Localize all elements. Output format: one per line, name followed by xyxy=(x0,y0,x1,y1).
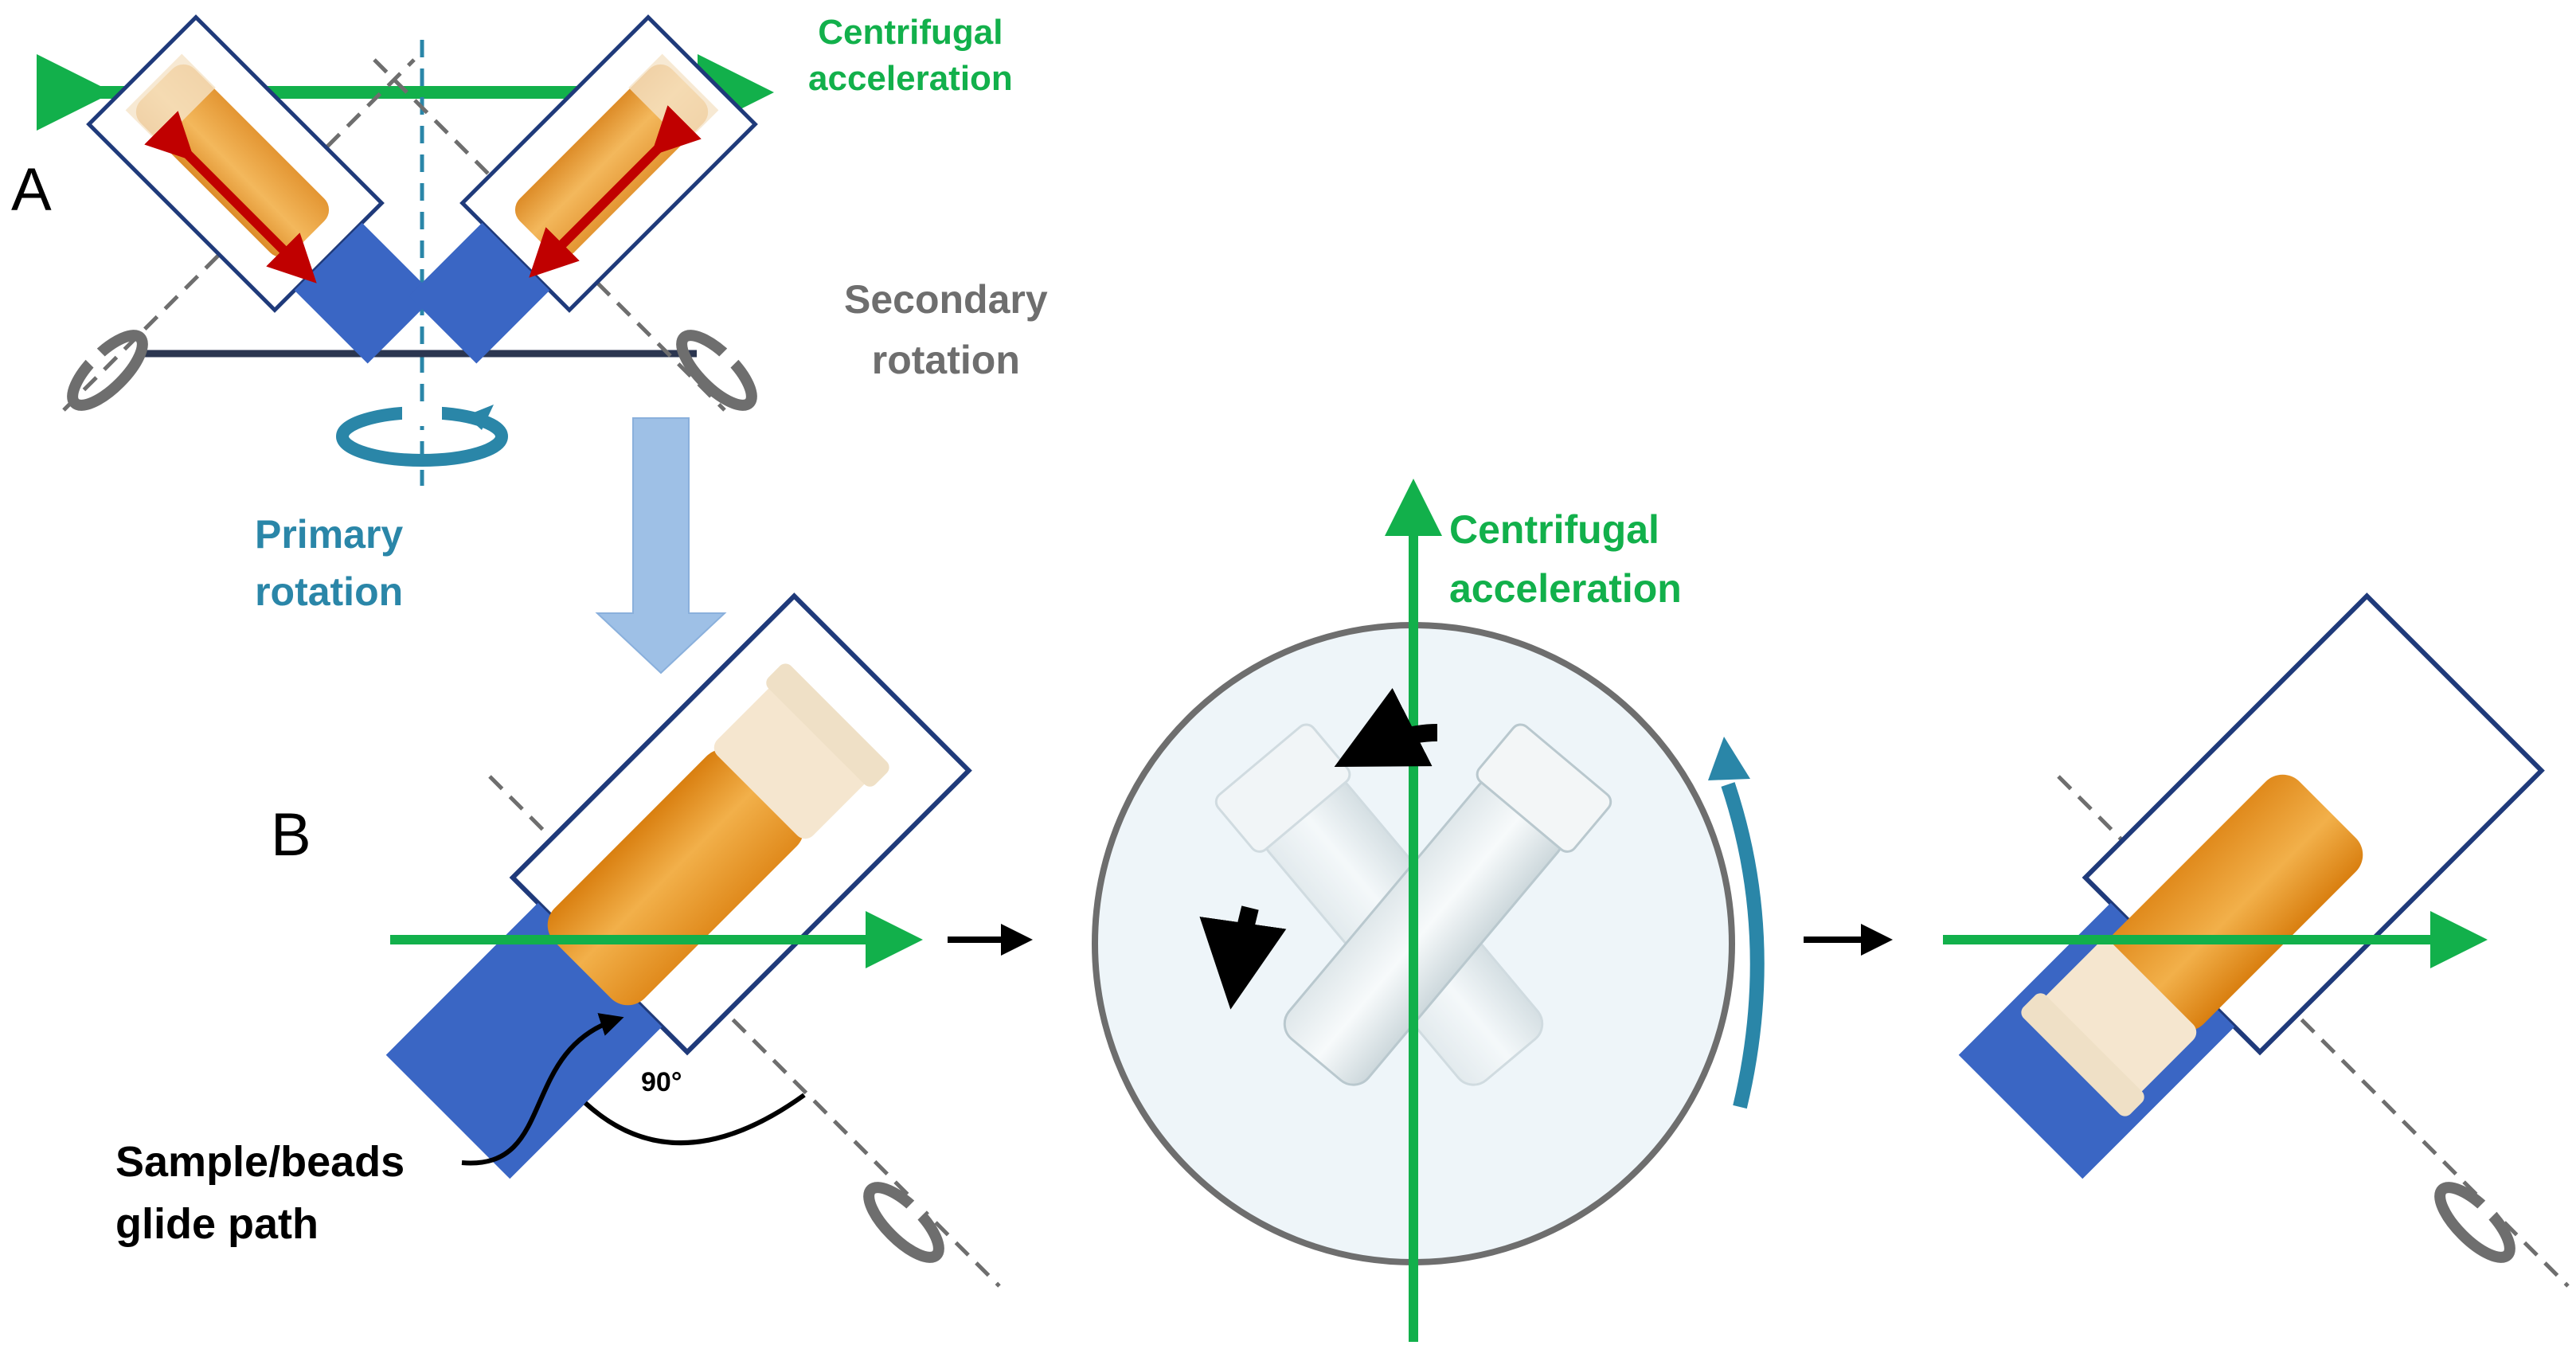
panel-label-b: B xyxy=(271,801,311,869)
glide-label-line1: Sample/beads xyxy=(115,1138,405,1186)
centrifugal-label-a-line2: acceleration xyxy=(808,59,1013,98)
secondary-label-line1: Secondary xyxy=(844,277,1048,322)
centrifugal-label-b: Centrifugal acceleration xyxy=(1449,500,1682,618)
centrifugal-label-a-line1: Centrifugal xyxy=(818,13,1003,52)
glide-path-arrow xyxy=(461,1013,624,1166)
rotation-arrow-icon xyxy=(336,402,508,467)
sample-motion-arrow-right xyxy=(529,105,702,278)
tube-b3 xyxy=(2021,774,2363,1116)
rotation-arrow-icon xyxy=(676,330,757,411)
secondary-label-line2: rotation xyxy=(871,338,1020,382)
rotor-rotation-arrow-head xyxy=(1708,737,1750,780)
glide-label-line2: glide path xyxy=(115,1200,319,1248)
primary-label-line2: rotation xyxy=(255,569,404,614)
secondary-axis-right xyxy=(373,58,726,412)
secondary-axis-left xyxy=(62,58,416,412)
rotation-arrow-icon xyxy=(67,330,148,411)
rotation-arrow-icon xyxy=(863,1182,944,1263)
rotor-rotation-arrow xyxy=(1721,782,1765,1109)
primary-rotation-label: Primary rotation xyxy=(255,506,403,620)
tube-rotation-arrow-top xyxy=(1334,688,1438,767)
centrifugal-label-b-line2: acceleration xyxy=(1449,566,1682,611)
angle-label: 90° xyxy=(641,1067,682,1097)
rotation-arrow-icon xyxy=(2434,1182,2515,1263)
sample-motion-arrow-left xyxy=(144,111,317,284)
primary-label-line1: Primary xyxy=(255,512,404,557)
holder-right-a xyxy=(408,14,758,364)
holder-left-a xyxy=(86,14,436,364)
angle-arc xyxy=(583,1093,806,1146)
secondary-rotation-label: Secondary rotation xyxy=(844,269,1048,390)
glide-path-label: Sample/beads glide path xyxy=(115,1131,405,1255)
tube-rotation-arrow-left xyxy=(1199,905,1287,1010)
centrifugal-label-b-line1: Centrifugal xyxy=(1449,507,1659,552)
tube-center-front xyxy=(1283,723,1612,1086)
panel-label-a: A xyxy=(11,156,52,224)
centrifugal-label-a: Centrifugal acceleration xyxy=(808,10,1013,102)
transition-arrow xyxy=(595,417,727,675)
